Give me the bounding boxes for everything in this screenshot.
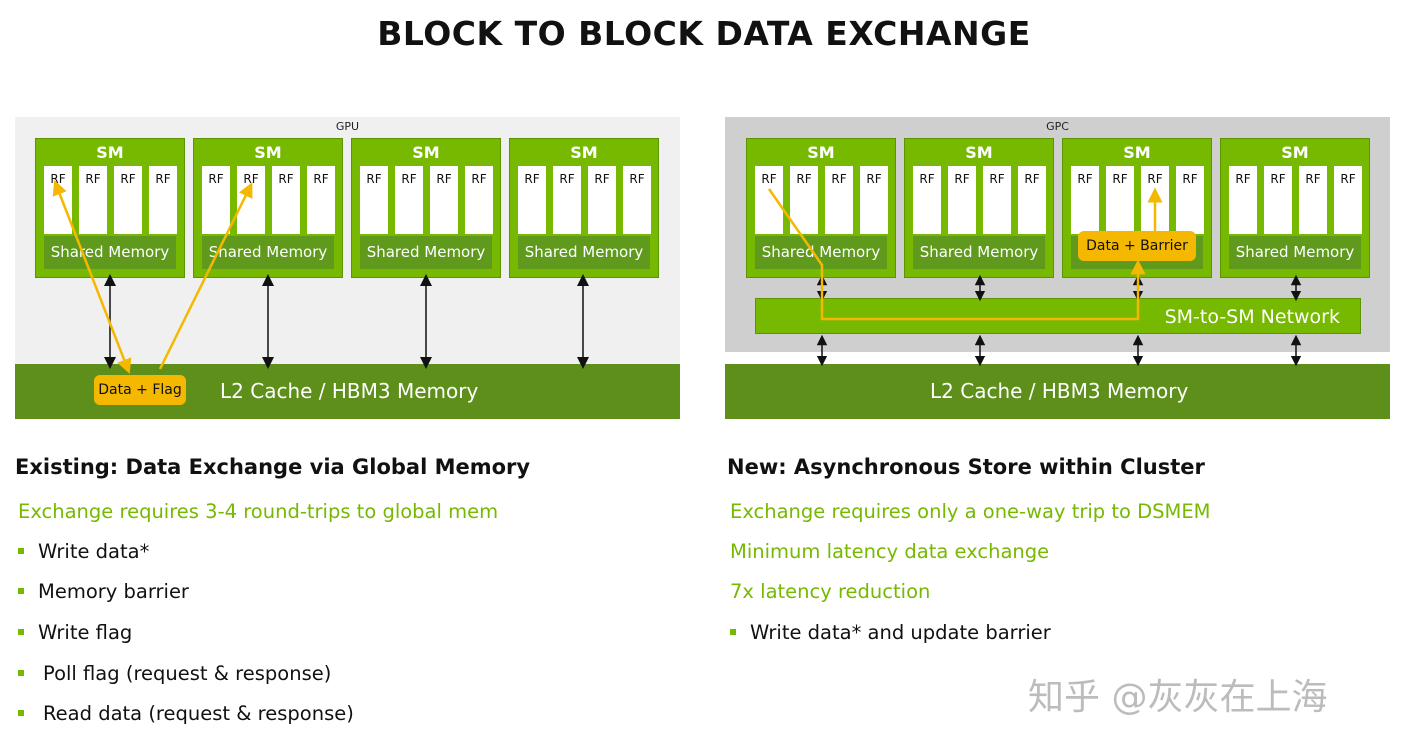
right-summary: 7x latency reduction — [730, 580, 931, 603]
data-flow-arrow — [767, 188, 1146, 321]
right-heading: New: Asynchronous Store within Cluster — [727, 455, 1205, 479]
sm-title: SM — [412, 143, 440, 162]
sm-title: SM — [965, 143, 993, 162]
register-file: RF — [307, 166, 335, 234]
register-file: RF — [860, 166, 888, 234]
left-heading: Existing: Data Exchange via Global Memor… — [15, 455, 531, 479]
register-file: RF — [1176, 166, 1204, 234]
right-summary: Minimum latency data exchange — [730, 540, 1050, 563]
right-summary: Exchange requires only a one-way trip to… — [730, 500, 1211, 523]
register-file: RF — [202, 166, 230, 234]
register-file: RF — [360, 166, 388, 234]
data-flag-badge: Data + Flag — [94, 375, 186, 405]
page-title: BLOCK TO BLOCK DATA EXCHANGE — [377, 14, 1031, 53]
sm-title: SM — [96, 143, 124, 162]
register-file: RF — [1264, 166, 1292, 234]
register-file: RF — [1106, 166, 1134, 234]
shared-memory: Shared Memory — [1229, 236, 1361, 269]
register-file: RF — [272, 166, 300, 234]
data-flow-arrow — [52, 180, 132, 374]
network-label: SM-to-SM Network — [1164, 306, 1340, 328]
register-file: RF — [149, 166, 177, 234]
register-file: RF — [588, 166, 616, 234]
register-file: RF — [790, 166, 818, 234]
register-file: RF — [623, 166, 651, 234]
left-arrows — [52, 180, 589, 374]
register-file: RF — [430, 166, 458, 234]
data-flow-arrow — [158, 182, 253, 370]
sm-block: SM RF RF RF RF Shared Memory — [1220, 138, 1370, 278]
register-file: RF — [825, 166, 853, 234]
register-file: RF — [983, 166, 1011, 234]
gpc-label: GPC — [1046, 120, 1069, 133]
shared-memory: Shared Memory — [913, 236, 1045, 269]
register-file: RF — [1229, 166, 1257, 234]
register-file: RF — [395, 166, 423, 234]
sm-title: SM — [807, 143, 835, 162]
register-file: RF — [1071, 166, 1099, 234]
right-arrows — [767, 187, 1302, 367]
left-diagram: GPU SM RF RF RF RF Shared Memory SM RF R… — [15, 117, 680, 419]
register-file: RF — [1299, 166, 1327, 234]
sm-title: SM — [570, 143, 598, 162]
register-file: RF — [237, 166, 265, 234]
register-file: RF — [755, 166, 783, 234]
register-file: RF — [1018, 166, 1046, 234]
gpu-label: GPU — [335, 120, 360, 133]
sm-block: SM RF RF RF RF Shared Memory — [509, 138, 659, 278]
l2-label: L2 Cache / HBM3 Memory — [930, 379, 1189, 403]
sm-block: SM RF RF RF RF Shared Memory — [904, 138, 1054, 278]
l2-label: L2 Cache / HBM3 Memory — [220, 379, 479, 403]
right-diagram: GPC SM RF RF RF RF Shared Memory SM RF R… — [725, 117, 1390, 419]
sm-title: SM — [254, 143, 282, 162]
sm-to-sm-network: SM-to-SM Network — [755, 298, 1361, 334]
shared-memory: Shared Memory — [518, 236, 650, 269]
sm-block: SM RF RF RF RF Shared Memory — [351, 138, 501, 278]
register-file: RF — [948, 166, 976, 234]
sm-title: SM — [1123, 143, 1151, 162]
register-file: RF — [465, 166, 493, 234]
watermark: 知乎 @灰灰在上海 — [1028, 677, 1328, 718]
shared-memory: Shared Memory — [360, 236, 492, 269]
register-file: RF — [1334, 166, 1362, 234]
sm-title: SM — [1281, 143, 1309, 162]
left-summary: Exchange requires 3-4 round-trips to glo… — [18, 500, 499, 523]
data-barrier-badge: Data + Barrier — [1078, 231, 1196, 261]
register-file: RF — [518, 166, 546, 234]
register-file: RF — [553, 166, 581, 234]
register-file: RF — [913, 166, 941, 234]
l2-cache-bar: L2 Cache / HBM3 Memory — [725, 364, 1390, 419]
